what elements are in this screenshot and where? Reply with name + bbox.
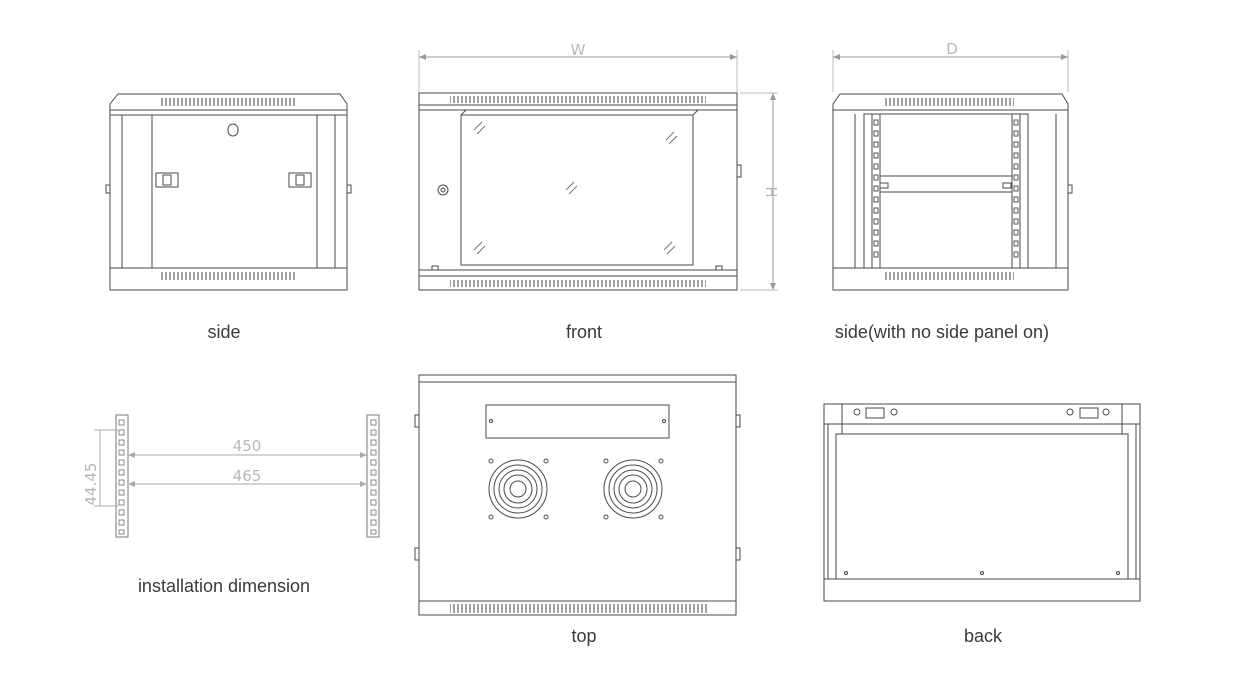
top-view <box>414 374 741 616</box>
rail-spacing-465-label: 465 <box>233 467 262 485</box>
side-caption: side <box>207 322 241 342</box>
side-no-panel-view <box>832 50 1073 291</box>
depth-dimension-label: D <box>946 40 958 58</box>
height-dimension-label: H <box>762 186 780 197</box>
front-view <box>418 50 778 291</box>
installation-caption: installation dimension <box>137 576 311 596</box>
side-view <box>105 93 352 291</box>
front-caption: front <box>565 322 603 342</box>
installation-dimension-view <box>94 414 380 538</box>
top-caption: top <box>571 626 597 646</box>
back-view <box>823 403 1141 602</box>
width-dimension-label: W <box>571 41 586 59</box>
back-caption: back <box>963 626 1003 646</box>
unit-height-label: 44.45 <box>82 463 100 506</box>
side-no-panel-caption: side(with no side panel on) <box>834 322 1050 342</box>
rail-spacing-450-label: 450 <box>233 437 262 455</box>
